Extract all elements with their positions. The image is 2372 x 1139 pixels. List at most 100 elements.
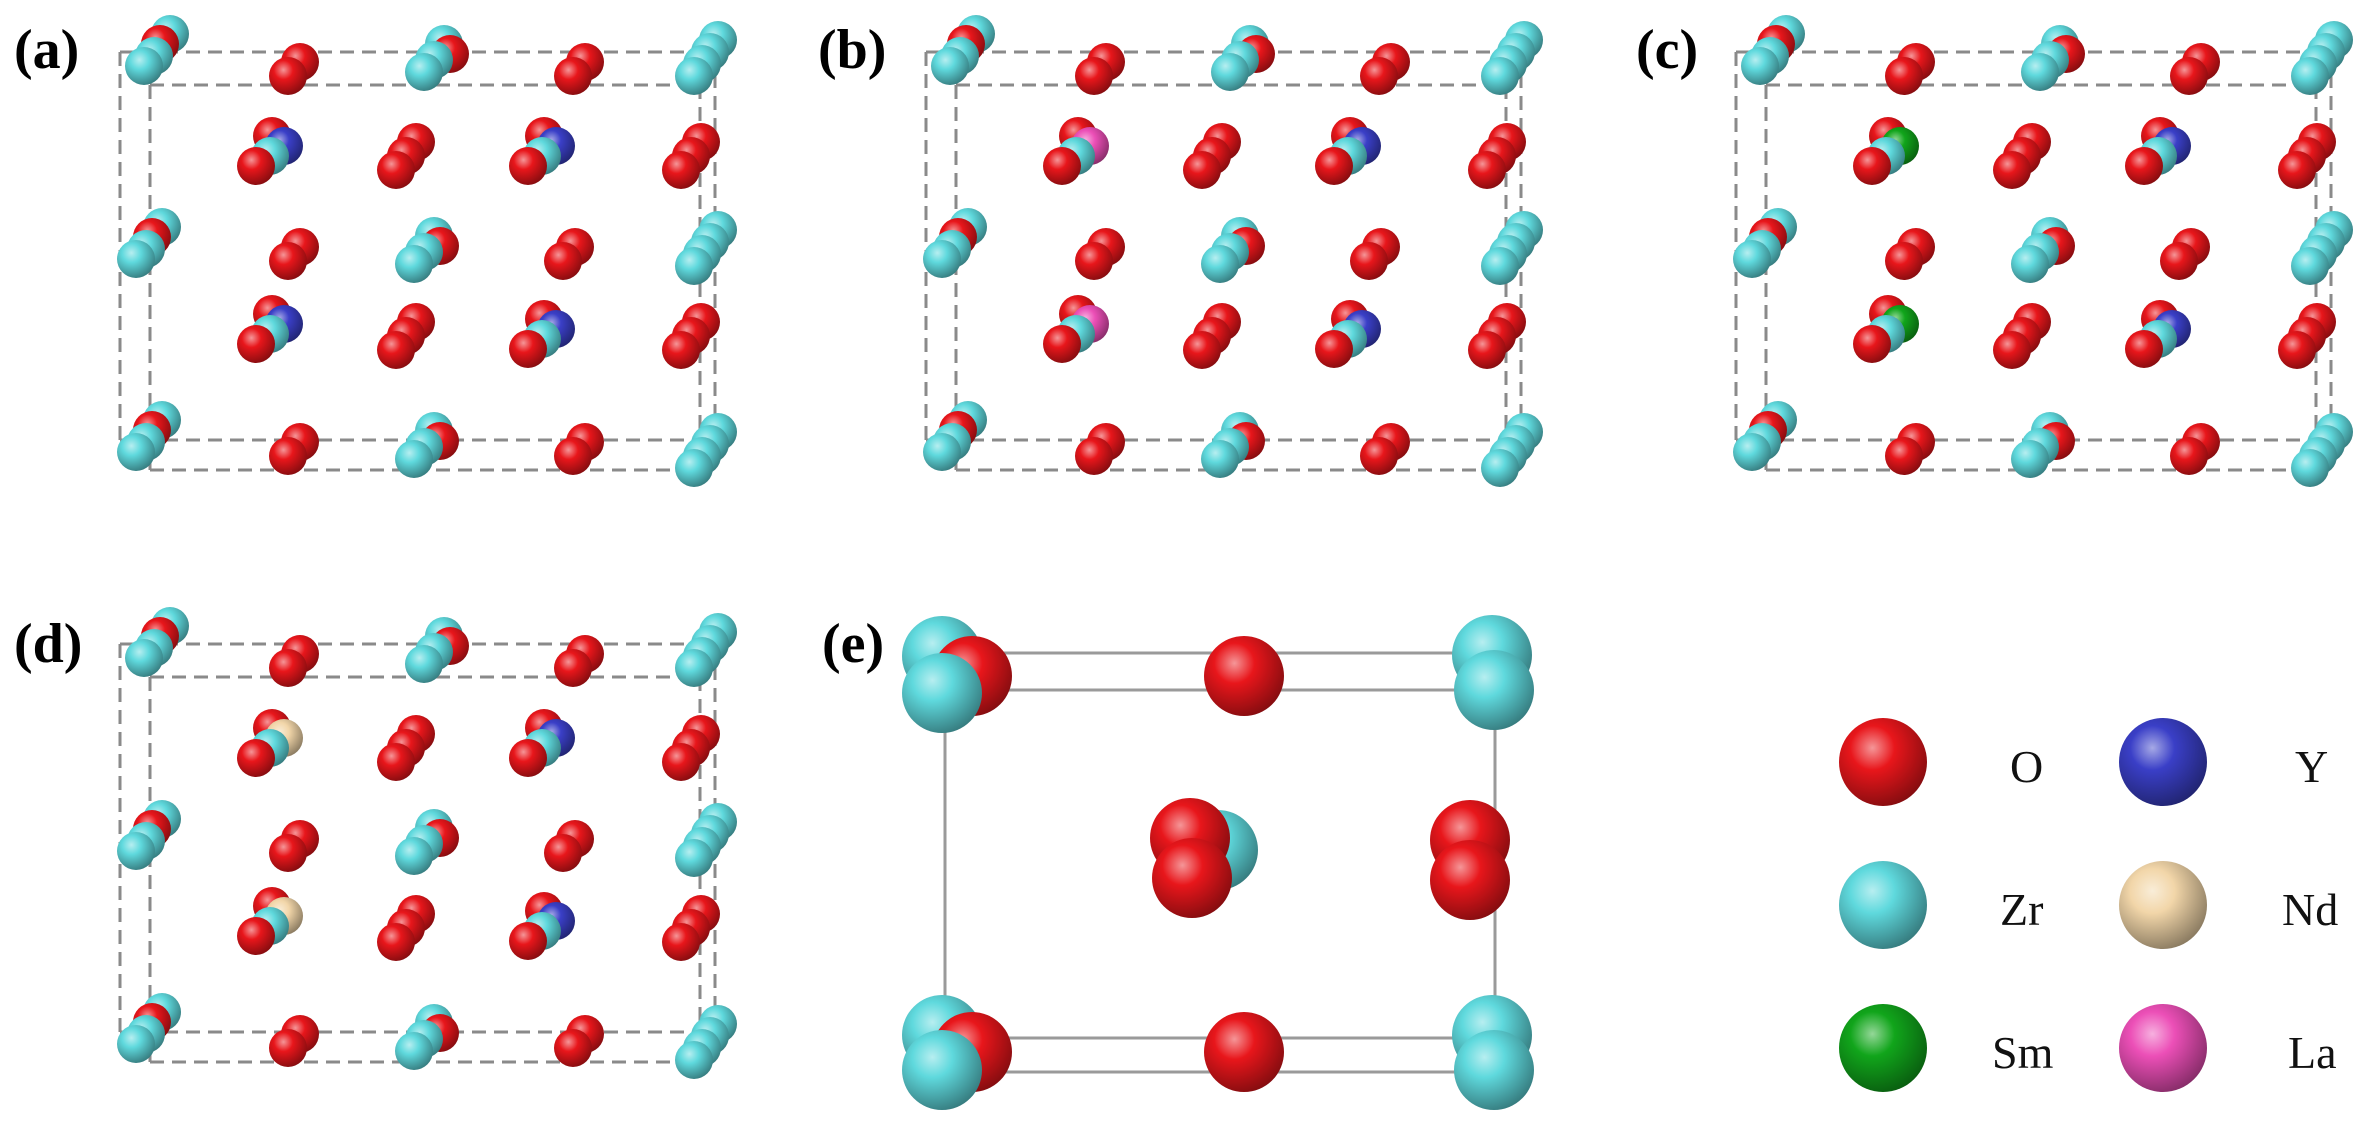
o-atom	[554, 649, 592, 687]
zr-atom	[2291, 247, 2329, 285]
o-atom	[509, 739, 547, 777]
o-atom	[1430, 840, 1510, 920]
o-atom	[1183, 151, 1221, 189]
zr-atom	[675, 449, 713, 487]
zr-atom	[2291, 449, 2329, 487]
o-atom	[377, 151, 415, 189]
o-atom	[1993, 151, 2031, 189]
zr-atom	[1481, 57, 1519, 95]
o-atom	[1360, 437, 1398, 475]
o-atom	[662, 743, 700, 781]
o-atom	[662, 923, 700, 961]
o-atom	[662, 331, 700, 369]
zr-atom	[117, 832, 155, 870]
o-atom	[237, 739, 275, 777]
zr-atom	[1201, 245, 1239, 283]
o-atom	[2278, 151, 2316, 189]
o-atom	[1075, 242, 1113, 280]
legend-swatch-sm	[1839, 1004, 1927, 1092]
zr-atom	[1454, 650, 1534, 730]
zr-atom	[395, 1032, 433, 1070]
panel-a-label: (a)	[14, 19, 79, 81]
zr-atom	[1733, 240, 1771, 278]
o-atom	[269, 437, 307, 475]
zr-atom	[675, 649, 713, 687]
zr-atom	[675, 839, 713, 877]
panel-d-label: (d)	[14, 613, 82, 675]
legend-swatch-zr	[1839, 861, 1927, 949]
zr-atom	[395, 440, 433, 478]
o-atom	[1993, 331, 2031, 369]
o-atom	[2278, 331, 2316, 369]
panel-e	[902, 615, 1534, 1110]
zr-atom	[1211, 53, 1249, 91]
panel-c	[1733, 15, 2353, 487]
o-atom	[269, 57, 307, 95]
o-atom	[1885, 57, 1923, 95]
o-atom	[1885, 242, 1923, 280]
o-atom	[1152, 838, 1232, 918]
legend-label-o: O	[2010, 741, 2043, 792]
element-legend: O Y Zr Nd Sm La	[1839, 718, 2338, 1092]
o-atom	[1853, 325, 1891, 363]
o-atom	[1315, 330, 1353, 368]
o-atom	[554, 1029, 592, 1067]
zr-atom	[2011, 440, 2049, 478]
zr-atom	[405, 53, 443, 91]
o-atom	[662, 151, 700, 189]
o-atom	[1204, 1012, 1284, 1092]
panel-d	[117, 607, 737, 1079]
o-atom	[1043, 325, 1081, 363]
zr-atom	[2021, 53, 2059, 91]
o-atom	[1350, 242, 1388, 280]
o-atom	[1075, 57, 1113, 95]
o-atom	[509, 330, 547, 368]
zr-atom	[125, 47, 163, 85]
legend-label-la: La	[2288, 1027, 2337, 1078]
zr-atom	[902, 653, 982, 733]
o-atom	[2170, 57, 2208, 95]
zr-atom	[1481, 449, 1519, 487]
zr-atom	[902, 1030, 982, 1110]
o-atom	[1468, 151, 1506, 189]
o-atom	[1183, 331, 1221, 369]
legend-swatch-o	[1839, 718, 1927, 806]
o-atom	[377, 743, 415, 781]
o-atom	[1043, 147, 1081, 185]
o-atom	[1315, 147, 1353, 185]
o-atom	[1075, 437, 1113, 475]
o-atom	[554, 437, 592, 475]
o-atom	[509, 922, 547, 960]
zr-atom	[125, 639, 163, 677]
legend-swatch-y	[2119, 718, 2207, 806]
o-atom	[377, 923, 415, 961]
o-atom	[269, 242, 307, 280]
o-atom	[269, 1029, 307, 1067]
legend-label-y: Y	[2295, 741, 2328, 792]
panel-c-label: (c)	[1636, 19, 1698, 81]
zr-atom	[395, 245, 433, 283]
panel-b-label: (b)	[818, 19, 886, 81]
legend-label-zr: Zr	[2000, 884, 2043, 935]
panel-b	[923, 15, 1543, 487]
zr-atom	[117, 433, 155, 471]
o-atom	[2170, 437, 2208, 475]
zr-atom	[923, 240, 961, 278]
zr-atom	[395, 837, 433, 875]
zr-atom	[923, 433, 961, 471]
o-atom	[269, 834, 307, 872]
zr-atom	[1201, 440, 1239, 478]
o-atom	[377, 331, 415, 369]
zr-atom	[1733, 433, 1771, 471]
o-atom	[544, 242, 582, 280]
o-atom	[509, 147, 547, 185]
legend-label-sm: Sm	[1992, 1027, 2054, 1078]
o-atom	[237, 917, 275, 955]
legend-swatch-nd	[2119, 861, 2207, 949]
o-atom	[2160, 242, 2198, 280]
panel-e-label: (e)	[822, 613, 884, 675]
o-atom	[554, 57, 592, 95]
o-atom	[2125, 147, 2163, 185]
zr-atom	[405, 645, 443, 683]
